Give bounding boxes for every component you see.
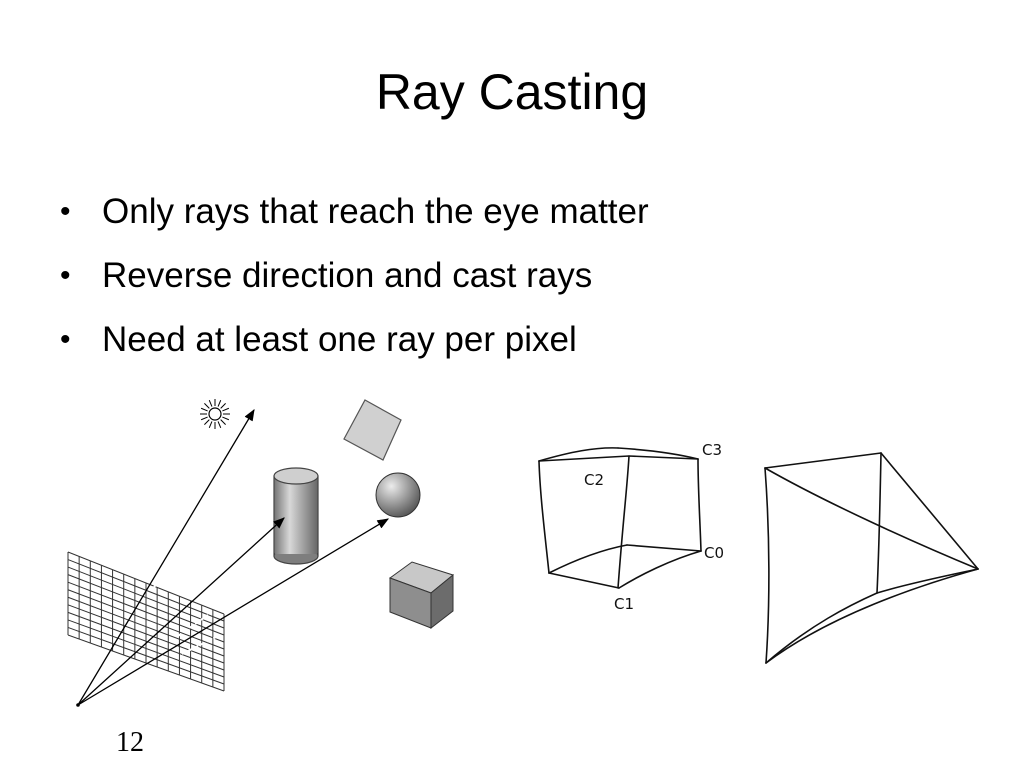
bullet-text: Reverse direction and cast rays: [102, 256, 593, 295]
bullet-item: • Need at least one ray per pixel: [56, 318, 649, 362]
rays: [77, 408, 390, 706]
page-number: 12: [116, 727, 144, 758]
wireframe-pyramid: [764, 452, 979, 664]
corner-label-c3: C3: [702, 441, 722, 459]
hand-drawn-shapes: C3 C2 C0 C1: [538, 441, 979, 664]
cylinder-object: [273, 467, 319, 565]
sun-icon: [200, 399, 230, 429]
bullet-item: • Only rays that reach the eye matter: [56, 190, 649, 234]
ray-casting-illustration: [67, 399, 455, 707]
bullet-item: • Reverse direction and cast rays: [56, 254, 649, 298]
bullet-text: Need at least one ray per pixel: [102, 320, 577, 359]
corner-label-c2: C2: [584, 471, 604, 489]
eye-point: [76, 703, 80, 707]
bullet-text: Only rays that reach the eye matter: [102, 192, 649, 231]
slide-title: Ray Casting: [375, 64, 649, 120]
floating-square: [343, 399, 402, 461]
wireframe-cube: [538, 447, 702, 589]
bullet-marker: •: [60, 259, 71, 292]
bullet-list: • Only rays that reach the eye matter • …: [56, 190, 649, 382]
bullet-marker: •: [60, 323, 71, 356]
bullet-marker: •: [60, 195, 71, 228]
corner-label-c1: C1: [614, 595, 634, 613]
corner-label-c0: C0: [704, 544, 724, 562]
cube-object: [388, 561, 455, 630]
pixel-grid: [67, 551, 225, 692]
sphere-object: [375, 472, 421, 518]
